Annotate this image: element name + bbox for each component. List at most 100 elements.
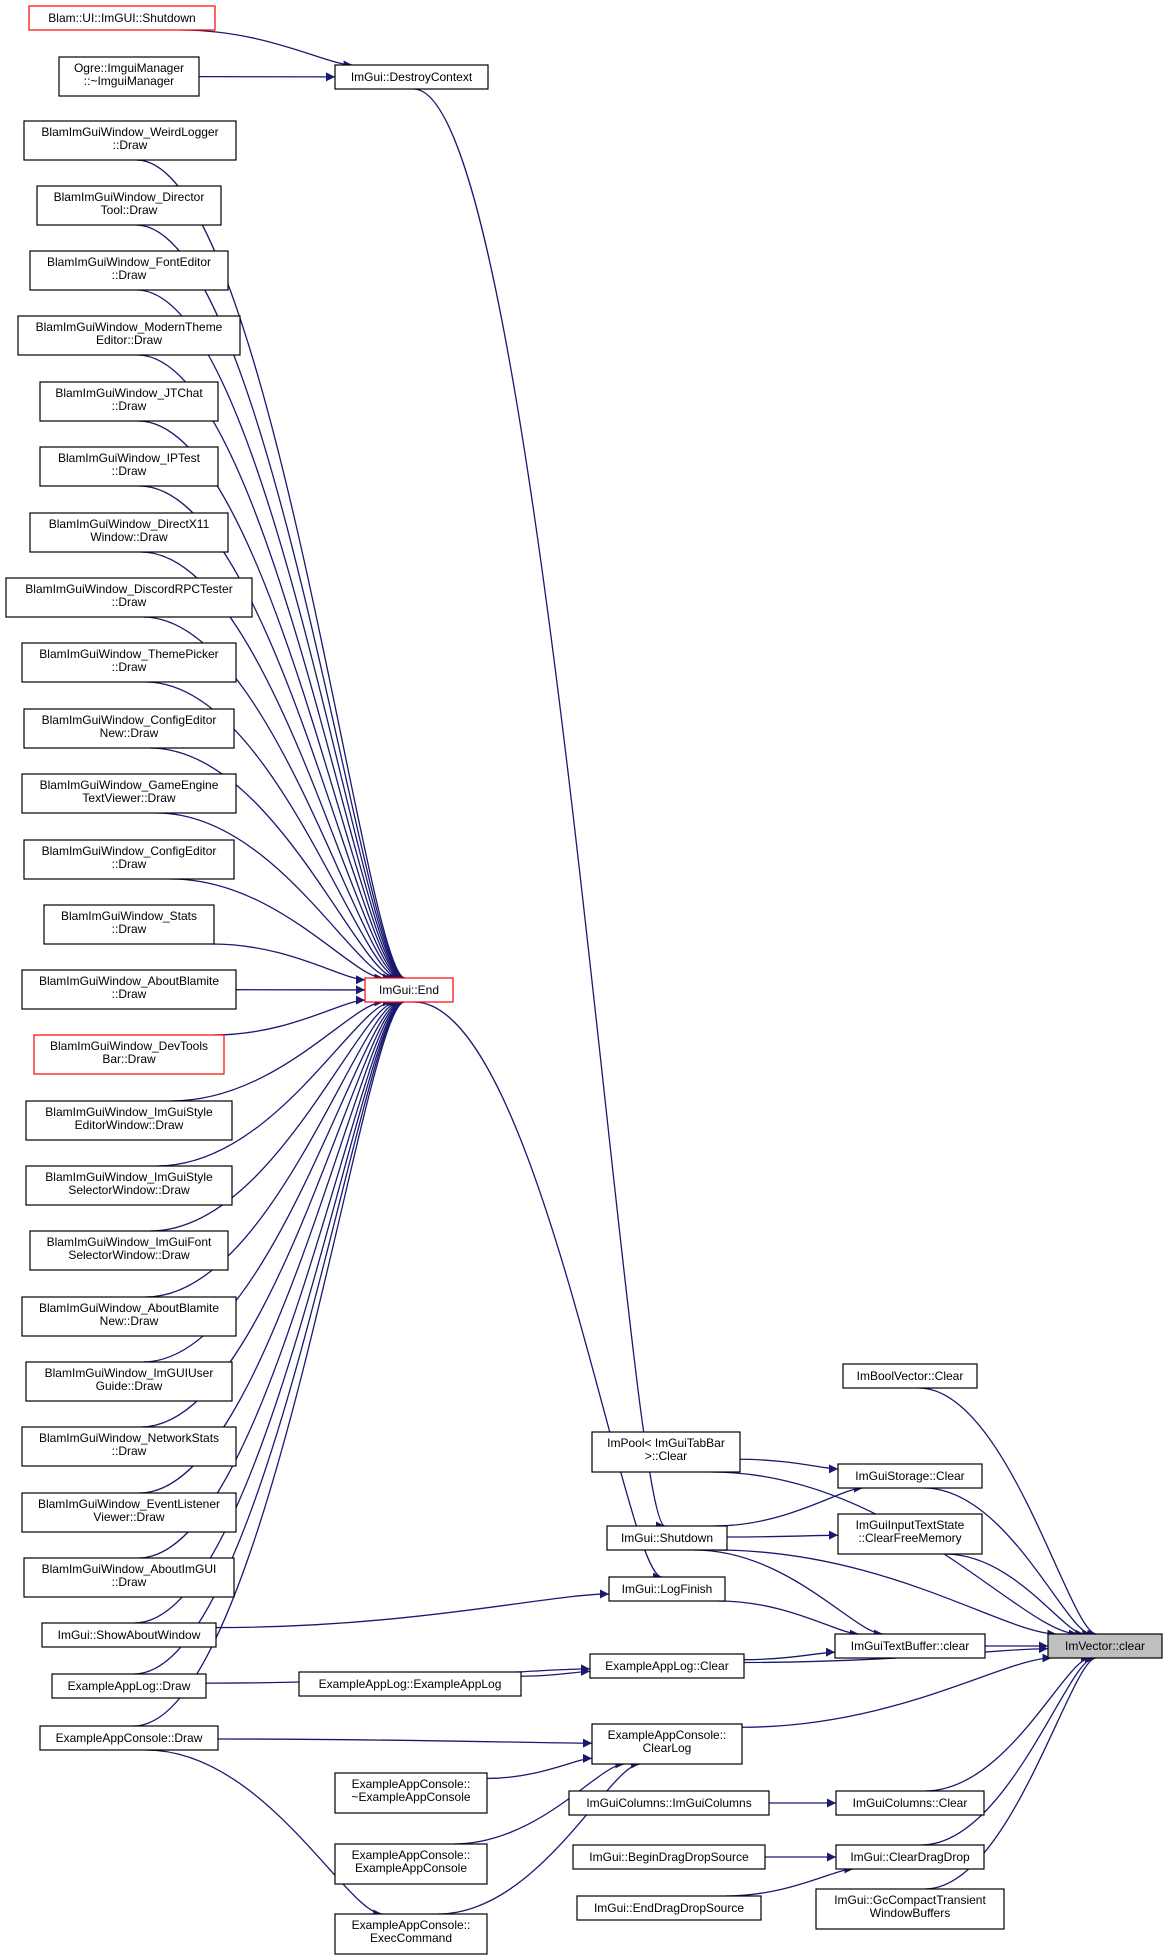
node-gameengine[interactable]: BlamImGuiWindow_GameEngineTextViewer::Dr… bbox=[21, 773, 237, 814]
node-cleardrag[interactable]: ImGui::ClearDragDrop bbox=[835, 1844, 985, 1870]
node-showabout[interactable]: ImGui::ShowAboutWindow bbox=[41, 1622, 217, 1648]
node-stats[interactable]: BlamImGuiWindow_Stats::Draw bbox=[43, 904, 215, 945]
node-box bbox=[21, 1492, 237, 1533]
node-label: BlamImGuiWindow_DirectX11 bbox=[49, 517, 210, 531]
node-layer: Blam::UI::ImGUI::ShutdownOgre::ImguiMana… bbox=[5, 5, 1163, 1955]
edge-n_showabout-to-n_logfinish bbox=[215, 1589, 610, 1629]
node-label: Editor::Draw bbox=[96, 333, 162, 347]
node-label: SelectorWindow::Draw bbox=[68, 1248, 190, 1262]
edge-n_stylesel-to-n_end bbox=[156, 997, 392, 1167]
node-box bbox=[589, 1653, 745, 1679]
node-consoledtor[interactable]: ExampleAppConsole::~ExampleAppConsole bbox=[334, 1772, 488, 1814]
node-impool[interactable]: ImPool< ImGuiTabBar>::Clear bbox=[591, 1431, 741, 1473]
node-label: ::Draw bbox=[112, 268, 147, 282]
node-jtchat[interactable]: BlamImGuiWindow_JTChat::Draw bbox=[39, 381, 219, 422]
node-iptest[interactable]: BlamImGuiWindow_IPTest::Draw bbox=[39, 446, 219, 487]
node-label: SelectorWindow::Draw bbox=[68, 1183, 190, 1197]
node-label: ImGuiInputTextState bbox=[856, 1518, 965, 1532]
node-box bbox=[23, 839, 235, 880]
edge-n_fontsel-to-n_end bbox=[149, 997, 397, 1232]
node-box bbox=[334, 1843, 488, 1885]
node-begindrag[interactable]: ImGui::BeginDragDropSource bbox=[572, 1844, 766, 1870]
node-label: ClearLog bbox=[643, 1741, 692, 1755]
node-label: BlamImGuiWindow_AboutBlamite bbox=[39, 1301, 219, 1315]
node-box bbox=[51, 1673, 207, 1699]
node-box bbox=[39, 1725, 219, 1751]
node-box bbox=[591, 1431, 741, 1473]
node-label: ::Draw bbox=[112, 987, 147, 1001]
edge-n_consoledraw-to-n_consoleclearlog bbox=[217, 1738, 593, 1748]
node-stylesel[interactable]: BlamImGuiWindow_ImGuiStyleSelectorWindow… bbox=[25, 1165, 233, 1206]
node-shutdown[interactable]: ImGui::Shutdown bbox=[606, 1525, 728, 1551]
node-label: ::ClearFreeMemory bbox=[858, 1531, 961, 1545]
edge-n_boolvec-to-n_imvector bbox=[918, 1387, 1097, 1639]
node-label: ~ExampleAppConsole bbox=[351, 1790, 470, 1804]
node-box bbox=[43, 904, 215, 945]
node-storage[interactable]: ImGuiStorage::Clear bbox=[837, 1463, 983, 1489]
node-aboutimgui[interactable]: BlamImGuiWindow_AboutImGUI::Draw bbox=[23, 1557, 235, 1598]
node-box bbox=[606, 1525, 728, 1551]
node-label: ImGui::DestroyContext bbox=[351, 70, 473, 84]
node-enddrag[interactable]: ImGui::EndDragDropSource bbox=[576, 1895, 762, 1921]
node-label: ExampleAppLog::Draw bbox=[68, 1679, 191, 1693]
node-box bbox=[834, 1633, 986, 1659]
node-label: ExecCommand bbox=[370, 1931, 452, 1945]
node-logfinish[interactable]: ImGui::LogFinish bbox=[608, 1576, 726, 1602]
node-label: Ogre::ImguiManager bbox=[74, 61, 184, 75]
node-exec[interactable]: ExampleAppConsole::ExecCommand bbox=[334, 1913, 488, 1955]
node-eventlistener[interactable]: BlamImGuiWindow_EventListenerViewer::Dra… bbox=[21, 1492, 237, 1533]
node-box bbox=[298, 1671, 522, 1697]
edge-n_cfg-to-n_end bbox=[170, 878, 384, 983]
node-label: ImBoolVector::Clear bbox=[857, 1369, 964, 1383]
node-consoleclearlog[interactable]: ExampleAppConsole::ClearLog bbox=[591, 1723, 743, 1765]
edge-n_devtools-to-n_end bbox=[213, 995, 366, 1036]
node-box bbox=[39, 381, 219, 422]
node-blam-shutdown[interactable]: Blam::UI::ImGUI::Shutdown bbox=[28, 5, 216, 31]
node-label: ::Draw bbox=[112, 595, 147, 609]
node-label: ImPool< ImGuiTabBar bbox=[607, 1436, 725, 1450]
node-applogdraw[interactable]: ExampleAppLog::Draw bbox=[51, 1673, 207, 1699]
node-netstats[interactable]: BlamImGuiWindow_NetworkStats::Draw bbox=[21, 1426, 237, 1467]
node-ogre[interactable]: Ogre::ImguiManager::~ImguiManager bbox=[58, 56, 200, 97]
node-label: BlamImGuiWindow_ConfigEditor bbox=[42, 713, 217, 727]
node-textbuf[interactable]: ImGuiTextBuffer::clear bbox=[834, 1633, 986, 1659]
edge-n_blam_shutdown-to-n_destroy bbox=[180, 29, 353, 70]
edge-n_cleardrag-to-n_imvector bbox=[921, 1653, 1095, 1846]
node-cfg[interactable]: BlamImGuiWindow_ConfigEditor::Draw bbox=[23, 839, 235, 880]
node-label: BlamImGuiWindow_ConfigEditor bbox=[42, 844, 217, 858]
node-columnsctor[interactable]: ImGuiColumns::ImGuiColumns bbox=[568, 1790, 770, 1816]
node-discord[interactable]: BlamImGuiWindow_DiscordRPCTester::Draw bbox=[5, 577, 253, 618]
node-consoledraw[interactable]: ExampleAppConsole::Draw bbox=[39, 1725, 219, 1751]
edge-n_aboutimgui-to-n_end bbox=[138, 997, 404, 1559]
node-label: Viewer::Draw bbox=[93, 1510, 164, 1524]
node-inputtext[interactable]: ImGuiInputTextState::ClearFreeMemory bbox=[837, 1513, 983, 1555]
node-box bbox=[25, 1361, 233, 1402]
edge-n_theme-to-n_end bbox=[145, 681, 399, 983]
node-box bbox=[17, 315, 241, 356]
node-about[interactable]: BlamImGuiWindow_AboutBlamite::Draw bbox=[21, 969, 237, 1010]
node-label: BlamImGuiWindow_Director bbox=[54, 190, 205, 204]
node-boolvec[interactable]: ImBoolVector::Clear bbox=[842, 1363, 978, 1389]
node-fonted[interactable]: BlamImGuiWindow_FontEditor::Draw bbox=[29, 250, 229, 291]
node-weird[interactable]: BlamImGuiWindow_WeirdLogger::Draw bbox=[23, 120, 237, 161]
node-fontsel[interactable]: BlamImGuiWindow_ImGuiFontSelectorWindow:… bbox=[29, 1230, 229, 1271]
node-imvector[interactable]: ImVector::clear bbox=[1047, 1633, 1163, 1659]
node-destroy[interactable]: ImGui::DestroyContext bbox=[334, 64, 489, 90]
node-columnsclear[interactable]: ImGuiColumns::Clear bbox=[835, 1790, 985, 1816]
node-applogclear[interactable]: ExampleAppLog::Clear bbox=[589, 1653, 745, 1679]
node-label: Guide::Draw bbox=[96, 1379, 163, 1393]
node-styleed[interactable]: BlamImGuiWindow_ImGuiStyleEditorWindow::… bbox=[25, 1100, 233, 1141]
node-applogctor[interactable]: ExampleAppLog::ExampleAppLog bbox=[298, 1671, 522, 1697]
node-theme[interactable]: BlamImGuiWindow_ThemePicker::Draw bbox=[21, 642, 237, 683]
node-end[interactable]: ImGui::End bbox=[364, 977, 454, 1003]
node-label: BlamImGuiWindow_ImGuiStyle bbox=[45, 1105, 213, 1119]
node-consolector[interactable]: ExampleAppConsole::ExampleAppConsole bbox=[334, 1843, 488, 1885]
